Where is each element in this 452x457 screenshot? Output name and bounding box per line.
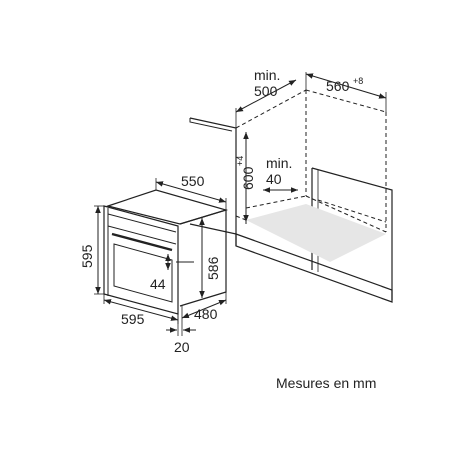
cabinet-niche	[189, 89, 393, 303]
oven-width-front-value: 595	[121, 311, 145, 327]
niche-height-tolerance: +4	[235, 156, 245, 166]
oven-appliance	[103, 189, 229, 315]
oven-depth-top-value: 550	[181, 173, 205, 189]
cabinet-width-value: 500	[254, 83, 278, 99]
units-caption: Mesures en mm	[276, 375, 376, 391]
oven-body-height-value: 586	[205, 256, 221, 280]
oven-height-front-value: 595	[79, 244, 95, 268]
dimension-front-thickness: 20	[166, 306, 196, 355]
oven-body-depth-value: 480	[194, 306, 218, 322]
handle-offset-value: 44	[150, 276, 166, 292]
dimension-oven-body-depth: 480	[181, 292, 227, 322]
cabinet-depth-value: 560	[326, 78, 350, 94]
front-thickness-value: 20	[174, 339, 190, 355]
oven-side	[179, 209, 227, 307]
dimension-cabinet-depth: 560 +8	[305, 73, 387, 112]
bottom-clearance-value: 40	[266, 171, 282, 187]
niche-height-value: 600	[240, 166, 256, 190]
dimension-oven-height-front: 595	[79, 205, 104, 295]
dimension-cabinet-width: min. 500	[235, 67, 307, 128]
dimension-bottom-clearance: min. 40	[263, 155, 298, 193]
dimension-oven-body-height: 586	[199, 218, 221, 298]
min-label-bottom: min.	[266, 155, 292, 171]
dimension-oven-depth-top: 550	[155, 173, 227, 210]
oven-door	[113, 243, 173, 303]
oven-front	[103, 205, 179, 315]
oven-handle	[111, 232, 173, 252]
min-label-top: min.	[254, 67, 280, 83]
dimension-handle-offset: 44	[150, 254, 194, 292]
cabinet-depth-tolerance: +8	[353, 76, 363, 86]
dimension-niche-height: 600 +4	[235, 132, 256, 222]
cabinet-side-panel	[189, 117, 237, 235]
